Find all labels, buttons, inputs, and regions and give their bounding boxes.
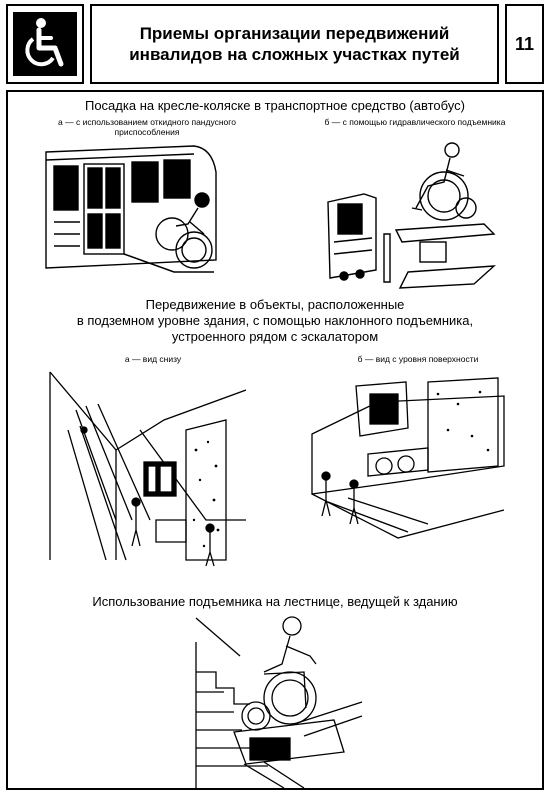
section1-caption-b: б — с помощью гидравлического подъемника bbox=[324, 117, 506, 127]
section2-title-line3: устроенного рядом с эскалатором bbox=[171, 329, 379, 344]
section1-caption-a-line1: а — с использованием откидного пандусног… bbox=[58, 117, 236, 127]
section2-title: Передвижение в объекты, расположенные в … bbox=[8, 297, 542, 345]
header-title: Приемы организации передвижений инвалидо… bbox=[90, 4, 499, 84]
section2-caption-a: а — вид снизу bbox=[124, 354, 182, 364]
header-logo-box bbox=[6, 4, 84, 84]
header-title-line1: Приемы организации передвижений bbox=[139, 24, 450, 43]
illustration-escalator-below bbox=[46, 370, 246, 570]
illustration-lift-surface bbox=[308, 374, 508, 544]
page: Приемы организации передвижений инвалидо… bbox=[6, 4, 544, 790]
section2-title-line1: Передвижение в объекты, расположенные bbox=[145, 297, 405, 312]
section1-title: Посадка на кресле-коляске в транспортное… bbox=[84, 98, 465, 113]
page-number: 11 bbox=[505, 4, 544, 84]
header-title-line2: инвалидов на сложных участках путей bbox=[129, 45, 460, 64]
illustration-bus-lift bbox=[324, 142, 504, 292]
section1-caption-a: а — с использованием откидного пандусног… bbox=[12, 117, 282, 137]
content-frame: Посадка на кресле-коляске в транспортное… bbox=[6, 90, 544, 790]
illustration-stair-lift bbox=[194, 612, 364, 788]
section1-caption-a-line2: приспособления bbox=[114, 127, 180, 137]
section2-caption-b: б — вид с уровня поверхности bbox=[357, 354, 479, 364]
section2-title-line2: в подземном уровне здания, с помощью нак… bbox=[76, 313, 474, 328]
section3-title: Использование подъемника на лестнице, ве… bbox=[92, 594, 458, 609]
wheelchair-icon bbox=[13, 12, 77, 76]
illustration-bus-ramp bbox=[44, 142, 224, 282]
